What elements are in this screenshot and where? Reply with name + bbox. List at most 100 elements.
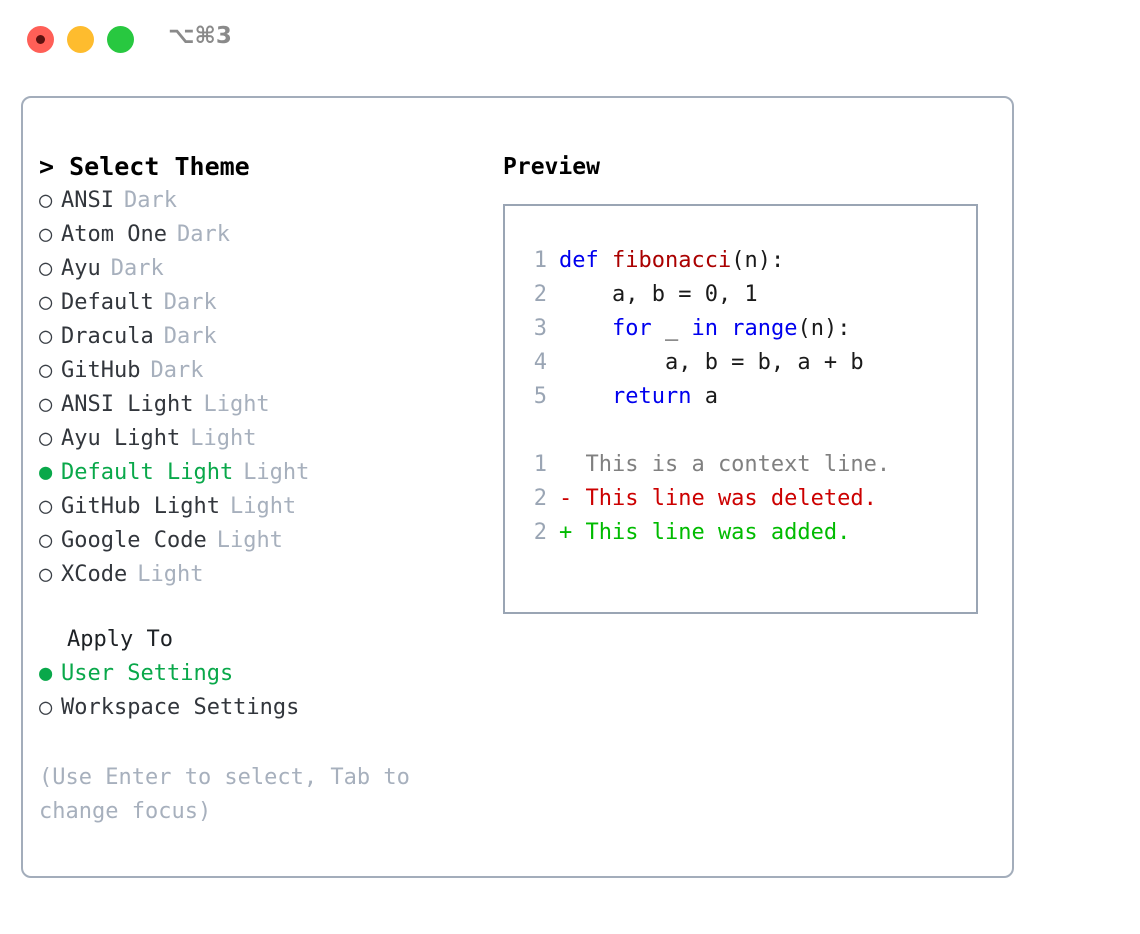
code-token [559, 380, 612, 414]
code-token: _ [651, 316, 692, 341]
theme-variant-tag: Light [243, 460, 310, 485]
code-token: (n): [797, 316, 851, 341]
theme-variant-tag: Dark [123, 188, 177, 213]
theme-variant-tag: Dark [163, 290, 217, 315]
theme-name-label: ANSI [61, 188, 114, 213]
theme-name-label: Default Light [61, 460, 234, 485]
maximize-button[interactable] [107, 26, 134, 53]
keyboard-hint: (Use Enter to select, Tab to change focu… [39, 765, 410, 824]
traffic-light-group [27, 26, 134, 53]
radio-unselected-icon: ○ [39, 324, 53, 349]
line-number: 1 [533, 452, 547, 477]
code-token: - This line was deleted. [559, 486, 877, 511]
line-number: 3 [533, 316, 547, 341]
code-token: range [731, 316, 798, 341]
code-line: 3 for _ in range(n): [521, 312, 976, 346]
preview-section: Preview [503, 150, 993, 184]
code-spacer [521, 414, 976, 448]
line-number: 2 [533, 486, 547, 511]
radio-unselected-icon: ○ [39, 494, 53, 519]
theme-list-item[interactable]: ○ GitHub Dark [39, 354, 469, 388]
theme-variant-tag: Light [137, 562, 204, 587]
code-token: (n): [731, 248, 785, 273]
theme-variant-tag: Dark [110, 256, 164, 281]
line-number: 5 [533, 384, 547, 409]
radio-selected-icon: ● [39, 460, 53, 485]
apply-to-group: Apply To ● User Settings ○ Workspace Settin… [39, 623, 469, 725]
diff-line: 2 + This line was added. [521, 516, 976, 550]
line-number: 2 [533, 520, 547, 545]
theme-list-item[interactable]: ● Default Light Light [39, 456, 469, 490]
radio-selected-icon: ● [39, 661, 53, 686]
radio-unselected-icon: ○ [39, 695, 53, 720]
preview-heading: Preview [503, 154, 600, 180]
theme-name-label: GitHub [61, 358, 141, 383]
theme-variant-tag: Light [216, 528, 283, 553]
diff-line: 1 This is a context line. [521, 448, 976, 482]
theme-list-item[interactable]: ○ Dracula Dark [39, 320, 469, 354]
theme-name-label: GitHub Light [61, 494, 220, 519]
code-line: 1 def fibonacci(n): [521, 244, 976, 278]
code-line: 2 a, b = 0, 1 [521, 278, 976, 312]
theme-name-label: Google Code [61, 528, 207, 553]
theme-name-label: ANSI Light [61, 392, 194, 417]
title-bar: ⌥⌘3 [0, 0, 1080, 78]
theme-variant-tag: Light [229, 494, 297, 519]
select-theme-heading: > Select Theme [39, 152, 250, 181]
theme-variant-tag: Dark [150, 358, 204, 383]
line-number: 1 [533, 248, 547, 273]
close-button[interactable] [27, 26, 54, 53]
radio-unselected-icon: ○ [39, 256, 53, 281]
apply-to-option[interactable]: ○ Workspace Settings [39, 691, 469, 725]
radio-unselected-icon: ○ [39, 290, 53, 315]
code-token [718, 312, 731, 346]
line-number: 2 [533, 282, 547, 307]
theme-name-label: XCode [61, 562, 128, 587]
theme-name-label: Dracula [61, 324, 154, 349]
line-number: 4 [533, 350, 547, 375]
code-line: 5 return a [521, 380, 976, 414]
radio-unselected-icon: ○ [39, 222, 53, 247]
keyboard-shortcut-label: ⌥⌘3 [168, 23, 232, 49]
theme-list-item[interactable]: ○ Google Code Light [39, 524, 469, 558]
code-token: def [559, 248, 612, 273]
diff-line: 2 - This line was deleted. [521, 482, 976, 516]
theme-list-item[interactable]: ○ XCode Light [39, 558, 469, 592]
theme-variant-tag: Dark [176, 222, 230, 247]
record-dot-icon [36, 35, 45, 44]
code-token: for [611, 316, 652, 341]
radio-unselected-icon: ○ [39, 358, 53, 383]
code-token: a, b = b, a + b [559, 350, 864, 375]
apply-to-heading: Apply To [67, 627, 173, 652]
theme-list-item[interactable]: ○ Ayu Light Light [39, 422, 469, 456]
code-token: return [611, 384, 692, 409]
apply-to-option-label: Workspace Settings [61, 695, 300, 720]
radio-unselected-icon: ○ [39, 562, 53, 587]
theme-variant-tag: Light [203, 392, 270, 417]
apply-to-option[interactable]: ● User Settings [39, 657, 469, 691]
apply-to-option-label: User Settings [61, 661, 234, 686]
theme-variant-tag: Dark [163, 324, 217, 349]
theme-list-item[interactable]: ○ Atom One Dark [39, 218, 469, 252]
theme-variant-tag: Light [190, 426, 257, 451]
code-token: This is a context line. [559, 452, 891, 477]
theme-name-label: Atom One [61, 222, 167, 247]
radio-unselected-icon: ○ [39, 528, 53, 553]
code-token: + This line was added. [559, 520, 851, 545]
theme-list-item[interactable]: ○ GitHub Light Light [39, 490, 469, 524]
theme-name-label: Ayu Light [61, 426, 181, 451]
apply-to-options: ● User Settings ○ Workspace Settings [39, 657, 469, 725]
radio-unselected-icon: ○ [39, 426, 53, 451]
code-line: 4 a, b = b, a + b [521, 346, 976, 380]
minimize-button[interactable] [67, 26, 94, 53]
code-token: fibonacci [611, 248, 732, 273]
